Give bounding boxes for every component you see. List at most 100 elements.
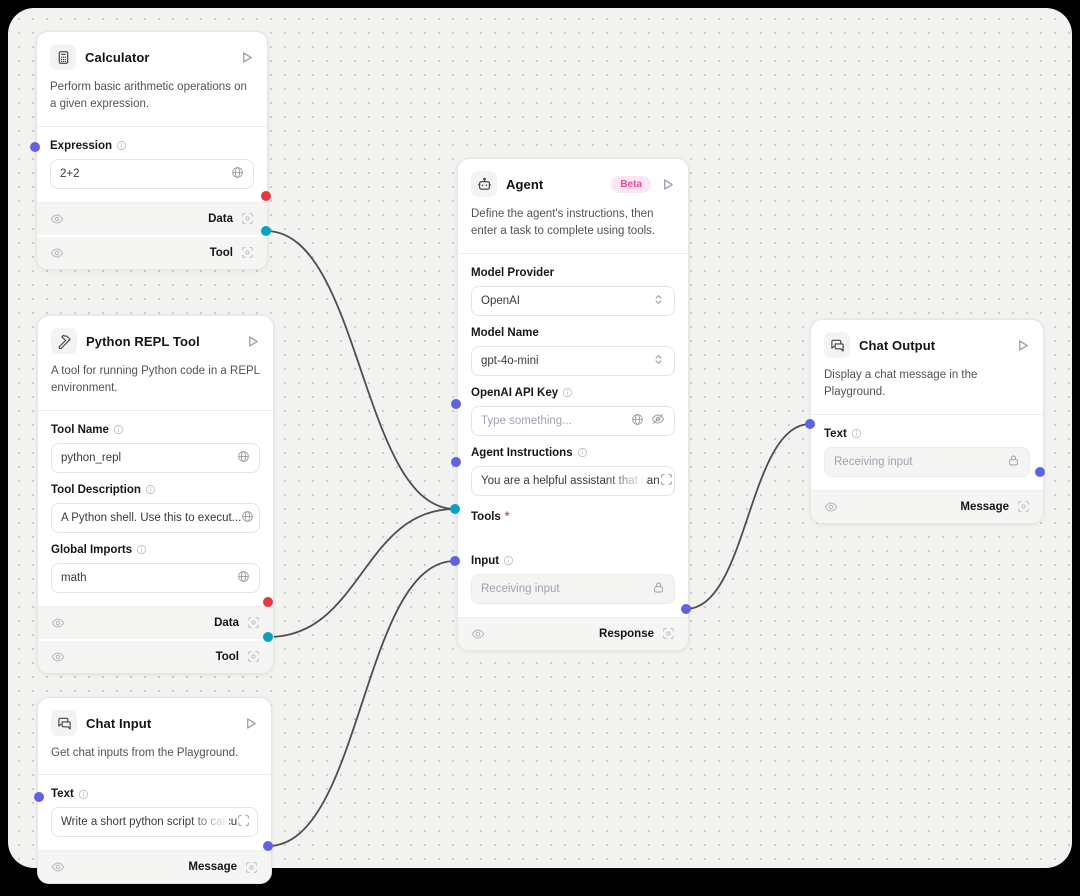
lock-icon — [1007, 454, 1020, 470]
node-title: Python REPL Tool — [86, 333, 200, 349]
field-label-model-provider: Model Provider — [471, 266, 555, 279]
text-input-field: Receiving input — [824, 446, 1030, 477]
info-icon — [562, 387, 573, 398]
eye-off-icon[interactable] — [651, 412, 665, 429]
inspect-output-icon[interactable] — [662, 627, 675, 640]
output-row-data: Data — [38, 606, 273, 639]
globe-icon[interactable] — [231, 166, 244, 182]
handle-python-repl-tool-output[interactable] — [263, 632, 273, 642]
inspect-output-icon[interactable] — [241, 246, 254, 259]
edge-chat-input-message-to-agent-input[interactable] — [267, 560, 456, 847]
bot-icon — [471, 171, 497, 197]
chevrons-up-down-icon — [652, 353, 665, 369]
inspect-output-icon[interactable] — [241, 212, 254, 225]
globe-icon[interactable] — [237, 570, 250, 586]
handle-calculator-tool-output[interactable] — [261, 226, 271, 236]
inspect-output-icon[interactable] — [1017, 500, 1030, 513]
handle-calculator-expression-input[interactable] — [30, 142, 40, 152]
tool-description-input[interactable]: A Python shell. Use this to execut... — [51, 502, 260, 533]
run-node-button[interactable] — [243, 716, 258, 731]
inspect-output-icon[interactable] — [247, 616, 260, 629]
beta-badge: Beta — [611, 175, 651, 193]
run-node-button[interactable] — [239, 50, 254, 65]
edge-agent-response-to-chat-output-text[interactable] — [685, 423, 811, 610]
node-title: Agent — [506, 176, 544, 192]
handle-calculator-data-output[interactable] — [261, 191, 271, 201]
handle-agent-api-key-input[interactable] — [451, 399, 461, 409]
output-label: Tool — [215, 650, 239, 663]
handle-chat-output-text-input[interactable] — [805, 419, 815, 429]
inspect-output-icon[interactable] — [247, 650, 260, 663]
field-label-model-name: Model Name — [471, 326, 539, 339]
info-icon — [78, 789, 89, 800]
handle-agent-instructions-input[interactable] — [451, 457, 461, 467]
edge-calculator-tool-to-agent-tools[interactable] — [265, 230, 456, 510]
handle-agent-input-input[interactable] — [450, 556, 460, 566]
visibility-eye-icon[interactable] — [824, 500, 838, 514]
node-description: Perform basic arithmetic operations on a… — [50, 81, 247, 111]
run-node-button[interactable] — [245, 334, 260, 349]
text-input[interactable]: Write a short python script to calcu — [51, 807, 258, 838]
field-label-tool-name: Tool Name — [51, 424, 260, 436]
info-icon — [577, 447, 588, 458]
model-provider-select[interactable]: OpenAI — [471, 285, 675, 316]
node-python-repl-tool[interactable]: Python REPL Tool A tool for running Pyth… — [37, 315, 274, 674]
output-row-response: Response — [458, 617, 688, 650]
output-label: Message — [960, 500, 1009, 513]
chevrons-up-down-icon — [652, 293, 665, 309]
globe-icon[interactable] — [237, 450, 250, 466]
visibility-eye-icon[interactable] — [51, 650, 65, 664]
globe-icon[interactable] — [631, 413, 644, 429]
global-imports-input[interactable]: math — [51, 562, 260, 593]
output-label: Data — [208, 212, 233, 225]
handle-python-repl-data-output[interactable] — [263, 597, 273, 607]
visibility-eye-icon[interactable] — [471, 627, 485, 641]
visibility-eye-icon[interactable] — [50, 246, 64, 260]
field-label-expression: Expression — [50, 140, 254, 152]
run-node-button[interactable] — [1015, 338, 1030, 353]
handle-chat-output-message-output[interactable] — [1035, 467, 1045, 477]
output-row-tool: Tool — [37, 234, 267, 269]
hammer-icon — [51, 328, 77, 354]
calculator-icon — [50, 44, 76, 70]
field-label-global-imports: Global Imports — [51, 544, 260, 556]
node-header: Chat Input — [38, 698, 271, 745]
handle-agent-response-output[interactable] — [681, 604, 691, 614]
node-chat-output[interactable]: Chat Output Display a chat message in th… — [810, 319, 1044, 524]
handle-chat-input-message-output[interactable] — [263, 841, 273, 851]
visibility-eye-icon[interactable] — [51, 860, 65, 874]
info-icon — [136, 544, 147, 555]
node-title: Chat Output — [859, 337, 936, 353]
node-title: Chat Input — [86, 715, 152, 731]
expand-icon[interactable] — [660, 473, 673, 489]
edge-python-repl-tool-to-agent-tools[interactable] — [267, 508, 456, 638]
agent-instructions-input[interactable]: You are a helpful assistant that can — [471, 465, 675, 496]
info-icon — [503, 555, 514, 566]
run-node-button[interactable] — [660, 177, 675, 192]
info-icon — [851, 428, 862, 439]
node-header: Python REPL Tool — [38, 316, 273, 363]
node-description: Display a chat message in the Playground… — [824, 369, 978, 399]
node-agent[interactable]: Agent Beta Define the agent's instructio… — [457, 158, 689, 651]
node-title: Calculator — [85, 49, 150, 65]
model-name-select[interactable]: gpt-4o-mini — [471, 345, 675, 376]
field-label-text: Text — [51, 788, 258, 800]
field-label-input: Input — [471, 555, 675, 567]
node-header: Agent Beta — [458, 159, 688, 206]
expand-icon[interactable] — [237, 814, 250, 830]
lock-icon — [652, 581, 665, 597]
field-label-agent-instructions: Agent Instructions — [471, 447, 675, 459]
visibility-eye-icon[interactable] — [51, 616, 65, 630]
field-label-text: Text — [824, 428, 1030, 440]
visibility-eye-icon[interactable] — [50, 212, 64, 226]
globe-icon[interactable] — [241, 510, 254, 526]
node-chat-input[interactable]: Chat Input Get chat inputs from the Play… — [37, 697, 272, 885]
expression-input[interactable]: 2+2 — [50, 158, 254, 189]
handle-agent-tools-input[interactable] — [450, 504, 460, 514]
handle-chat-input-text-input[interactable] — [34, 792, 44, 802]
inspect-output-icon[interactable] — [245, 861, 258, 874]
tool-name-input[interactable]: python_repl — [51, 442, 260, 473]
node-calculator[interactable]: Calculator Perform basic arithmetic oper… — [36, 31, 268, 270]
info-icon — [145, 484, 156, 495]
api-key-input[interactable]: Type something... — [471, 405, 675, 436]
